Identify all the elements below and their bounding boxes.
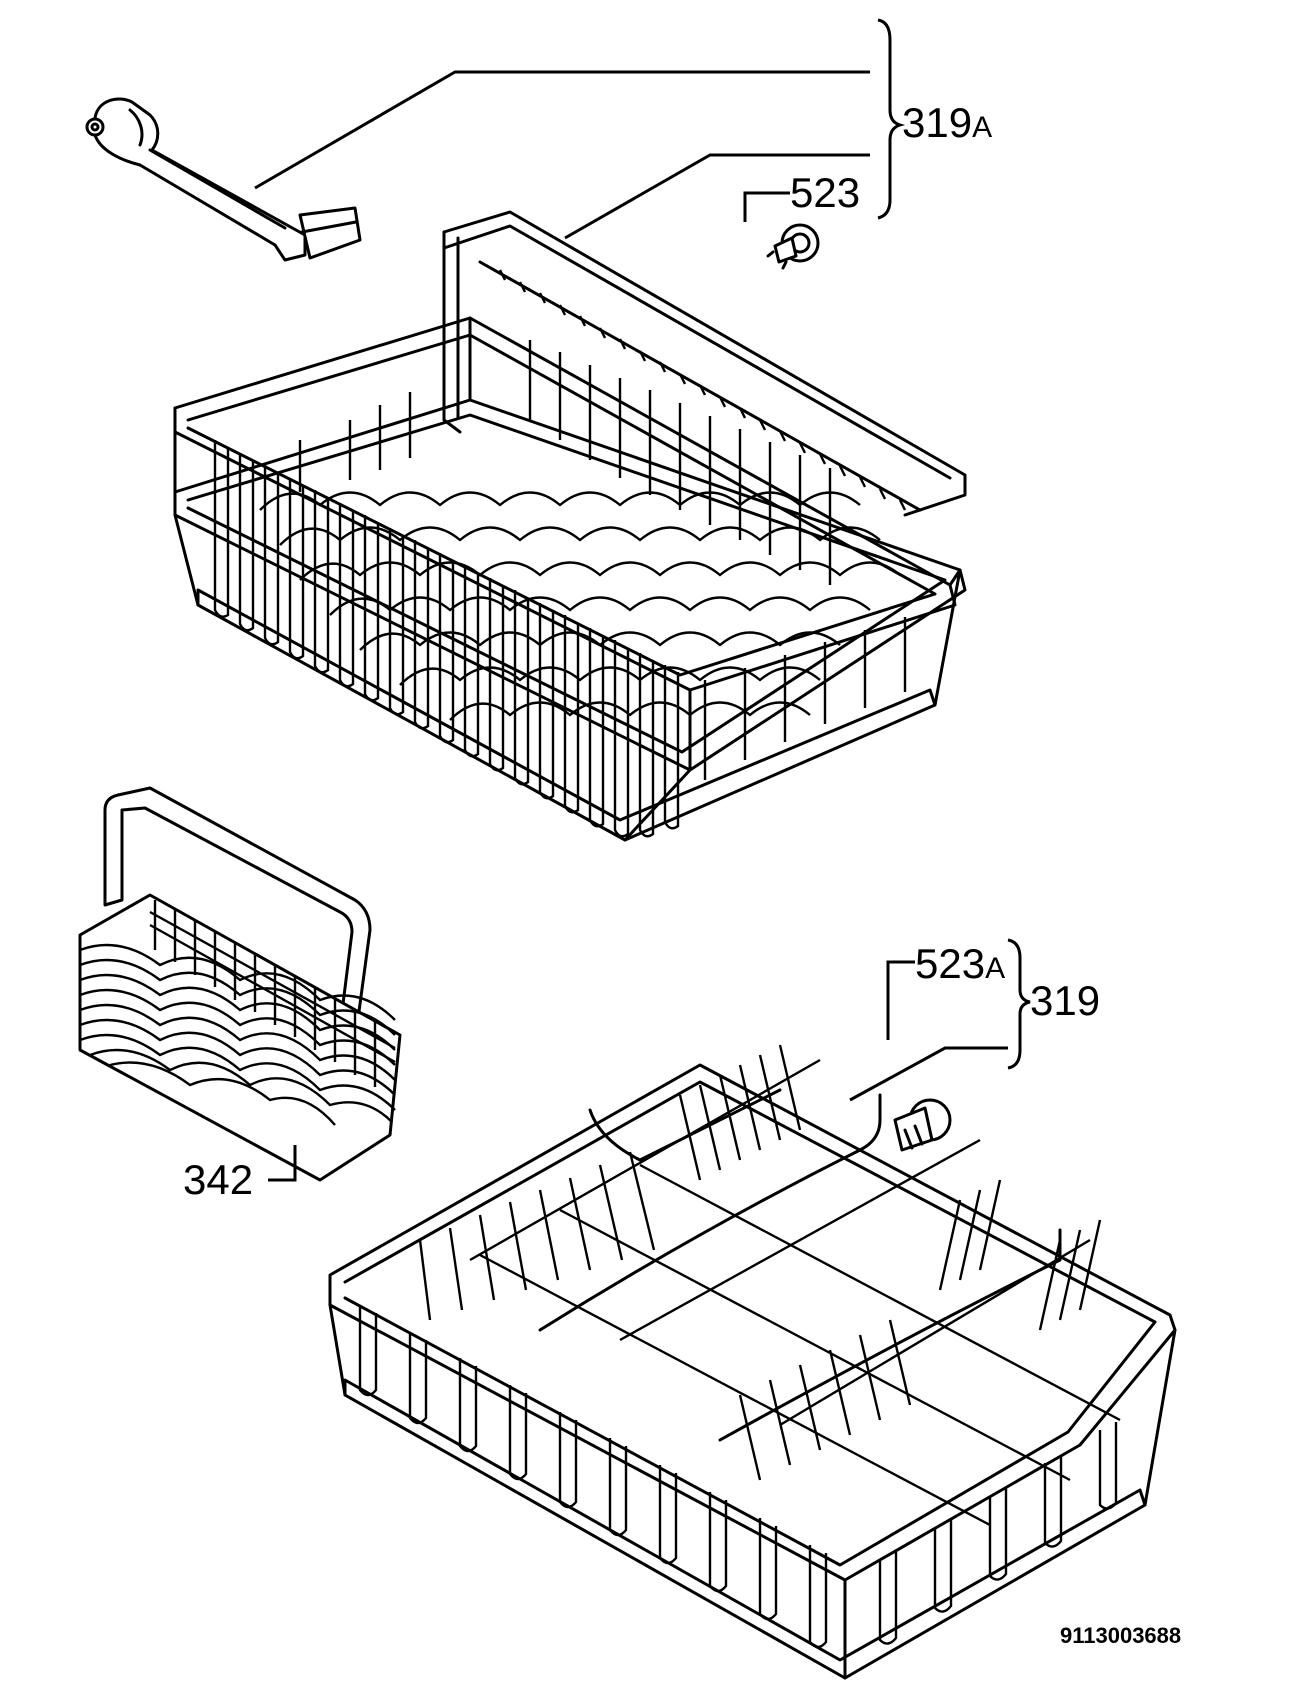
lower-rack-plate-tines [418,1044,1102,1481]
callout-kit-lower: 319 [1030,977,1100,1024]
upper-rack-front-wires [213,440,680,838]
basket-wheel-icon[interactable] [766,223,820,270]
callout-kit-upper: 319A [902,99,992,146]
callout-wheel-upper: 523 [790,169,860,216]
lower-rack-icon[interactable] [328,1044,1177,1680]
cutlery-basket-grid [149,900,396,1087]
lower-rack-front-wires [358,1305,828,1649]
basket-wheel-icon[interactable] [893,1098,952,1152]
rack-teeth [498,269,907,511]
callout-wheel-lower: 523A [915,940,1005,987]
upper-rack-side-wires [703,617,907,780]
cutlery-basket-layers [79,943,396,1126]
upper-rack-plate-tines [259,340,901,721]
document-number: 9113003688 [1060,1623,1181,1648]
cutlery-basket-icon[interactable] [78,786,402,1182]
upper-rack-icon[interactable] [173,210,967,842]
spray-arm-adjuster-icon[interactable] [85,97,362,262]
lower-rack-side-wires [878,1422,1118,1645]
callout-leaders [254,18,1031,1102]
lower-rack-base-grid [469,1058,1121,1527]
callout-cutlery-basket: 342 [183,1156,253,1203]
